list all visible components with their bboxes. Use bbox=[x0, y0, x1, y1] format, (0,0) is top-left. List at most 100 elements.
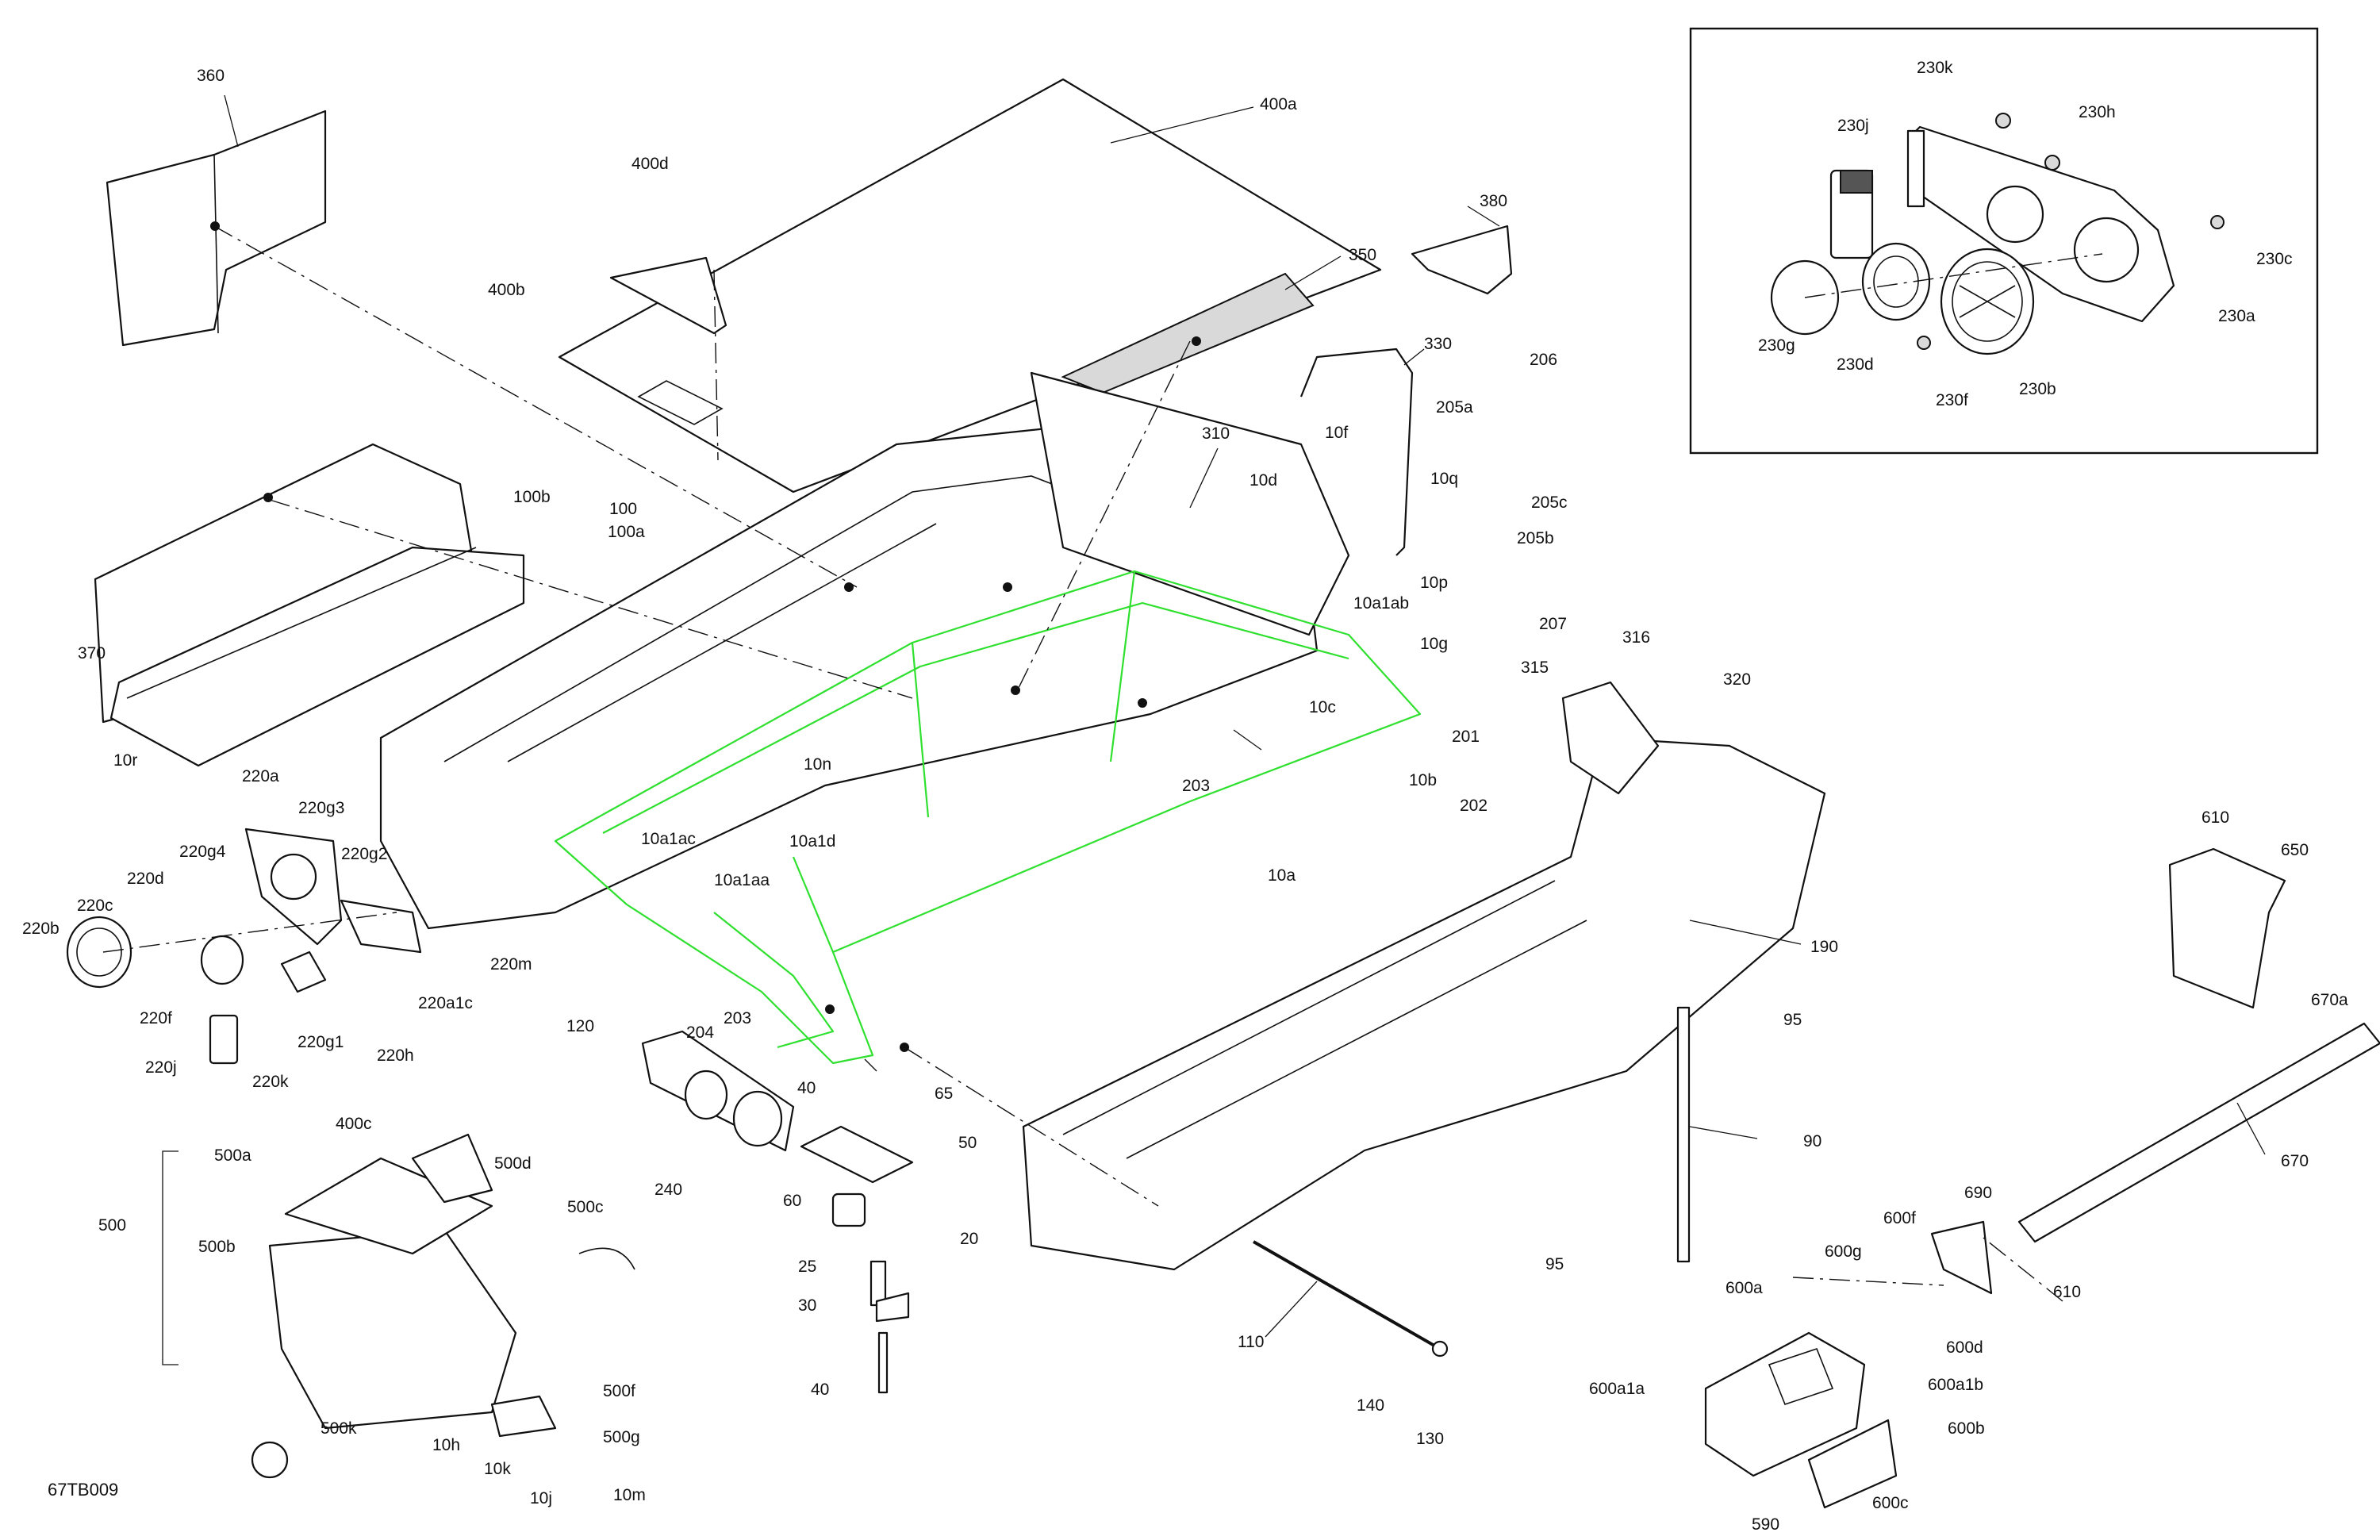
leader bbox=[1233, 729, 1262, 751]
part-label-190: 190 bbox=[1810, 938, 1838, 956]
screw bbox=[2044, 155, 2060, 171]
part-label-100: 100 bbox=[609, 500, 637, 518]
part-label-220g4: 220g4 bbox=[179, 843, 226, 861]
shield-10r bbox=[109, 546, 525, 767]
lamp-housing-cap bbox=[1840, 170, 1873, 194]
part-label-220g3: 220g3 bbox=[298, 799, 344, 817]
ref-dot bbox=[900, 1043, 909, 1052]
part-label-206: 206 bbox=[1530, 351, 1557, 369]
plate-600b bbox=[1807, 1419, 1898, 1509]
part-label-220a: 220a bbox=[242, 767, 279, 785]
part-label-10j: 10j bbox=[530, 1489, 552, 1507]
leader bbox=[1689, 920, 1802, 945]
part-label-220g1: 220g1 bbox=[298, 1033, 344, 1051]
part-label-10n: 10n bbox=[804, 755, 831, 774]
ref-dot bbox=[825, 1004, 835, 1014]
washer-140 bbox=[1431, 1340, 1449, 1358]
part-label-10a1ab: 10a1ab bbox=[1353, 594, 1409, 613]
part-label-600a: 600a bbox=[1726, 1279, 1763, 1297]
bushing-30 bbox=[875, 1292, 910, 1323]
part-label-10k: 10k bbox=[484, 1460, 511, 1478]
part-label-10q: 10q bbox=[1430, 470, 1458, 488]
part-label-320: 320 bbox=[1723, 670, 1751, 689]
part-label-600a1a: 600a1a bbox=[1589, 1380, 1645, 1398]
chassis-190 bbox=[1022, 736, 1826, 1271]
assembly-axes bbox=[102, 225, 2063, 1302]
part-10h bbox=[490, 1395, 557, 1438]
sleeve-220g1 bbox=[280, 950, 327, 993]
part-label-610b: 610 bbox=[2053, 1283, 2081, 1301]
part-label-600g: 600g bbox=[1825, 1242, 1862, 1261]
part-label-220g2: 220g2 bbox=[341, 845, 387, 863]
leader bbox=[1403, 348, 1425, 366]
part-label-220d: 220d bbox=[127, 870, 164, 888]
part-label-600a1b: 600a1b bbox=[1928, 1376, 1983, 1394]
part-label-10a1d: 10a1d bbox=[789, 832, 835, 851]
part-label-230c: 230c bbox=[2256, 250, 2293, 268]
part-label-500k: 500k bbox=[321, 1419, 357, 1438]
leader bbox=[1284, 255, 1342, 290]
part-label-220f: 220f bbox=[140, 1009, 172, 1027]
bracket-220a1c bbox=[340, 899, 422, 954]
part-label-230d: 230d bbox=[1837, 355, 1874, 374]
left-light-assembly bbox=[66, 828, 422, 1065]
part-label-670a: 670a bbox=[2311, 991, 2348, 1009]
part-label-230h: 230h bbox=[2079, 103, 2116, 121]
part-label-203a: 203 bbox=[1182, 777, 1210, 795]
bracket-hole bbox=[270, 853, 317, 901]
leader bbox=[1689, 1126, 1758, 1139]
part-label-400a: 400a bbox=[1260, 95, 1297, 113]
part-label-10c: 10c bbox=[1309, 698, 1336, 716]
leader bbox=[1189, 447, 1219, 509]
axis-line bbox=[904, 1047, 1159, 1207]
part-label-500: 500 bbox=[98, 1216, 126, 1235]
panel-400a bbox=[558, 78, 1382, 493]
leader bbox=[2236, 1102, 2266, 1155]
screw bbox=[2210, 215, 2225, 229]
part-label-202: 202 bbox=[1460, 797, 1488, 815]
inset-frame bbox=[1689, 27, 2319, 455]
license-plate-assembly bbox=[162, 1133, 635, 1479]
part-label-60: 60 bbox=[783, 1192, 801, 1210]
part-label-140: 140 bbox=[1357, 1396, 1384, 1415]
part-label-500b: 500b bbox=[198, 1238, 236, 1256]
part-label-50: 50 bbox=[958, 1134, 977, 1152]
grommet-500k bbox=[251, 1441, 289, 1479]
leader bbox=[1265, 1281, 1318, 1338]
handle-330 bbox=[1299, 348, 1414, 556]
part-label-316: 316 bbox=[1622, 628, 1650, 647]
part-label-230k: 230k bbox=[1917, 59, 1953, 77]
part-label-315: 315 bbox=[1521, 659, 1549, 677]
part-label-230a: 230a bbox=[2218, 307, 2255, 325]
part-label-220b: 220b bbox=[22, 920, 60, 938]
part-label-500d: 500d bbox=[494, 1154, 532, 1173]
part-label-400d: 400d bbox=[631, 155, 669, 173]
ref-dot bbox=[844, 582, 854, 592]
part-label-310: 310 bbox=[1202, 424, 1230, 443]
part-label-207: 207 bbox=[1539, 615, 1567, 633]
assembly-axis bbox=[1804, 253, 2103, 298]
part-label-201: 201 bbox=[1452, 728, 1480, 746]
reference-dots bbox=[210, 221, 1201, 1052]
ref-dot bbox=[1138, 698, 1147, 708]
part-label-10h: 10h bbox=[432, 1436, 460, 1454]
main-chassis bbox=[379, 371, 1826, 1271]
part-label-10b: 10b bbox=[1409, 771, 1437, 789]
part-label-220h: 220h bbox=[377, 1047, 414, 1065]
axis-line bbox=[1983, 1237, 2063, 1302]
post-315 bbox=[1561, 681, 1660, 795]
part-label-100a: 100a bbox=[608, 523, 645, 541]
ref-dot bbox=[1011, 686, 1020, 695]
shaft-110 bbox=[1253, 1240, 1441, 1350]
part-label-95b: 95 bbox=[1545, 1255, 1564, 1273]
part-label-610a: 610 bbox=[2202, 808, 2229, 827]
part-label-500g: 500g bbox=[603, 1428, 640, 1446]
small-lamp-ring bbox=[1873, 255, 1919, 308]
part-label-90: 90 bbox=[1803, 1132, 1821, 1150]
inset-headlight-assembly bbox=[1689, 27, 2319, 455]
ref-dot bbox=[263, 493, 273, 502]
part-label-400c: 400c bbox=[336, 1115, 372, 1133]
